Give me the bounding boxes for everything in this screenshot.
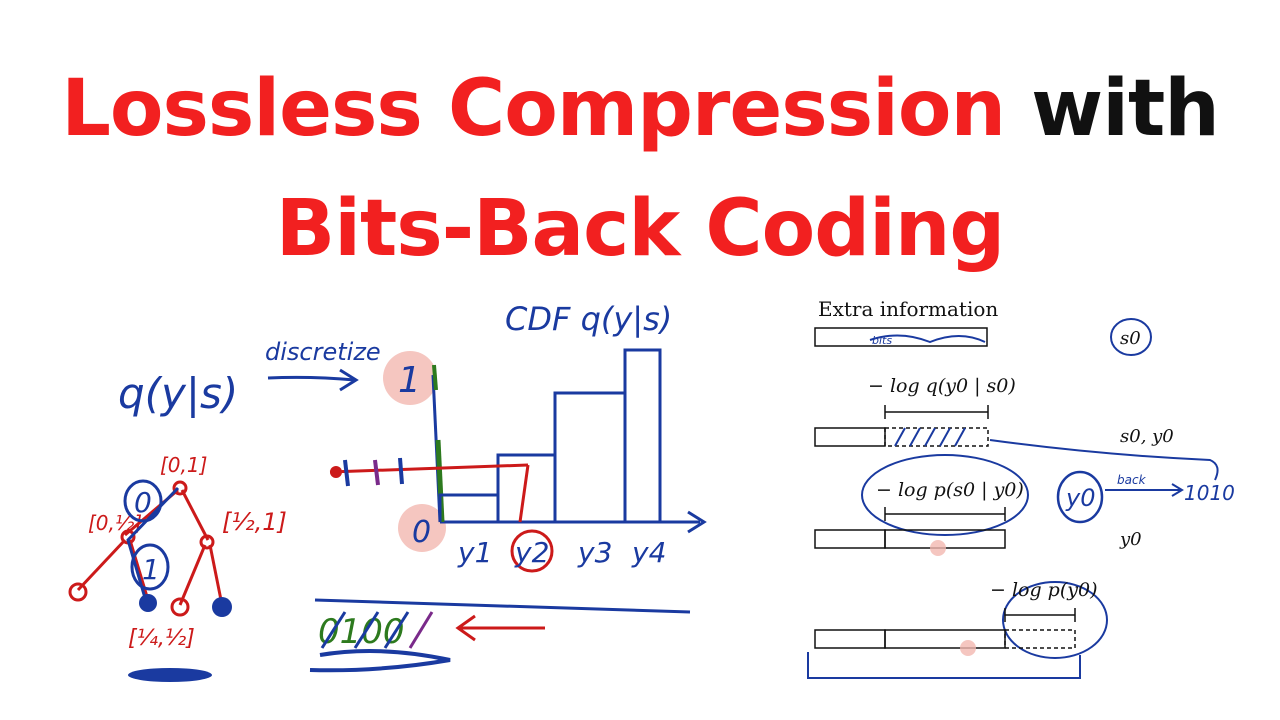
y0-circle-label: y0 xyxy=(1065,484,1095,512)
discretize-arrow xyxy=(267,375,356,382)
blue-tick-1 xyxy=(398,457,404,485)
row4-bar-dashed xyxy=(1004,629,1076,649)
row3-bar-a xyxy=(814,529,886,549)
tick-one-label: 1 xyxy=(398,360,421,401)
red-drop xyxy=(518,464,530,523)
tree-leaf-label: [¼,½] xyxy=(128,626,195,651)
tree-path xyxy=(126,486,180,599)
row1-scribble xyxy=(869,334,986,344)
red-interval xyxy=(329,463,529,474)
x-axis-arrow-icon xyxy=(687,510,707,534)
s0-circle xyxy=(1110,318,1152,356)
y0-circle xyxy=(1056,470,1104,524)
row3-pink-dot xyxy=(930,540,946,556)
tree-leaf-3 xyxy=(170,597,190,617)
cdf-steps xyxy=(438,348,662,522)
y4-label: y4 xyxy=(631,536,666,569)
y0-label: y0 xyxy=(1119,529,1142,550)
red-dot xyxy=(330,466,342,478)
y2-label: y2 xyxy=(514,536,549,569)
row2-bar-dashed xyxy=(884,427,989,447)
discretize-label: discretize xyxy=(265,338,381,366)
row2-hatch xyxy=(894,427,966,447)
row2-flow-line xyxy=(989,439,1219,481)
q-label: q(y|s) xyxy=(118,369,238,418)
bits-underline-scribble xyxy=(309,649,451,673)
node-one-circle xyxy=(130,543,170,591)
bits-arrow-head-icon xyxy=(455,614,476,642)
highlight-zero xyxy=(398,504,446,552)
y3-label: y3 xyxy=(577,536,612,569)
neg-log-p-y-label: − log p(y0) xyxy=(990,579,1098,601)
blue-tick-2 xyxy=(343,459,350,487)
extra-info-header: Extra information xyxy=(818,297,998,321)
neg-log-q-label: − log q(y0 | s0) xyxy=(868,375,1016,397)
handwritten-sketch: q(y|s) discretize CDF q(y|s) 1 0 y1 xyxy=(68,300,707,682)
arrow-head-icon xyxy=(339,368,359,392)
row4-bar-a xyxy=(814,629,886,649)
row2-bar-solid xyxy=(814,427,886,447)
tree-leaf-4 xyxy=(212,597,232,617)
neg-log-p-s-label: − log p(s0 | y0) xyxy=(876,479,1024,501)
row1-bits-label: bits xyxy=(872,334,892,347)
bits-strikes xyxy=(320,611,410,649)
tree-right-label: [½,1] xyxy=(222,508,287,536)
row4-bar-b xyxy=(884,629,1006,649)
tree-edges xyxy=(76,488,224,606)
tick-zero-label: 0 xyxy=(412,515,431,550)
node-one-label: 1 xyxy=(142,553,160,586)
purple-tick-1 xyxy=(373,459,380,486)
title-with: with xyxy=(1031,64,1220,154)
bits-top-line xyxy=(314,598,691,614)
tree-leaf-2 xyxy=(139,594,157,612)
green-tick xyxy=(432,364,438,391)
row4-bottom-bracket xyxy=(807,652,1081,679)
tree-left-label: [0,½] xyxy=(88,511,142,535)
tree-leaf-1 xyxy=(68,582,88,602)
row1-bar xyxy=(814,327,988,347)
title-line-1: Lossless Compression with xyxy=(0,70,1280,148)
row3-circle xyxy=(861,454,1029,536)
tree-root-node xyxy=(172,480,188,496)
title-line-2: Bits-Back Coding xyxy=(275,184,1005,274)
bits-back-diagram: Extra information bits s0 − log q(y0 | s… xyxy=(807,297,1235,679)
row4-pink-dot xyxy=(960,640,976,656)
s0-label: s0 xyxy=(1120,328,1141,349)
tree-base-scribble xyxy=(128,668,212,682)
tree-right-node xyxy=(199,534,215,550)
back-arrow-head-icon xyxy=(1171,483,1184,497)
highlight-one xyxy=(383,351,437,405)
node-zero-circle xyxy=(123,479,163,523)
bits-strike-purple xyxy=(408,611,434,649)
node-zero-label: 0 xyxy=(134,486,152,519)
tree-root-label: [0,1] xyxy=(160,453,207,477)
bits-out-label: 1010 xyxy=(1184,481,1235,505)
cdf-label: CDF q(y|s) xyxy=(505,300,672,338)
back-label: back xyxy=(1117,473,1147,487)
y1-label: y1 xyxy=(457,536,492,569)
title-lossless-compression: Lossless Compression xyxy=(61,64,1006,154)
row4-circle xyxy=(1002,581,1108,659)
s0-y0-label: s0, y0 xyxy=(1120,426,1174,447)
y2-circle xyxy=(510,529,554,573)
